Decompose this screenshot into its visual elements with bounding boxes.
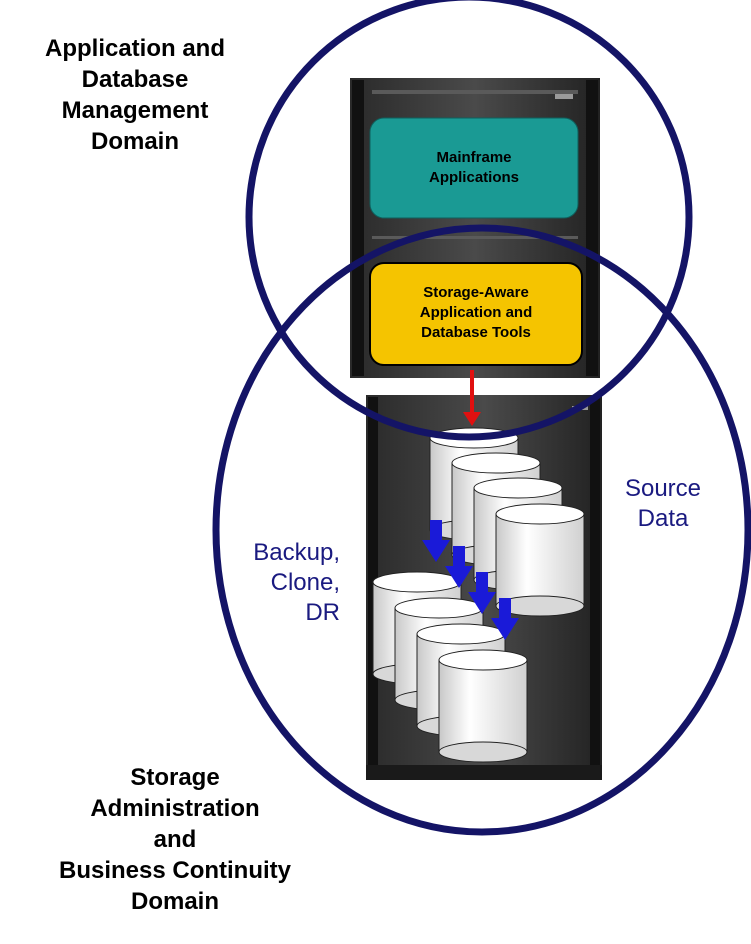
title-line: Domain (130, 888, 219, 915)
storage-aware-tools-label: Storage-Aware Application and Database T… (370, 283, 582, 343)
backup-cylinder (438, 649, 528, 763)
box-label-line: Database Tools (421, 324, 531, 341)
title-line: Database (81, 66, 189, 93)
box-label-line: Mainframe (436, 149, 512, 166)
blue-down-arrow-icon (491, 598, 519, 640)
label-line: DR (305, 599, 340, 626)
box-label-line: Application and (419, 304, 533, 321)
application-domain-title: Application and Database Management Doma… (0, 33, 270, 157)
blue-down-arrow-icon (445, 546, 473, 588)
mainframe-applications-box (369, 117, 579, 219)
title-line: and (153, 826, 197, 853)
box-label-line: Applications (428, 169, 519, 186)
storage-aware-tools-box (369, 262, 583, 366)
blue-down-arrow-icon (422, 520, 450, 562)
blue-down-arrow-icon (468, 572, 496, 614)
red-down-arrow-icon (463, 370, 481, 426)
mainframe-applications-label: Mainframe Applications (370, 148, 578, 188)
label-line: Backup, (253, 539, 340, 566)
source-data-label: Source Data (608, 474, 718, 534)
title-line: Storage (130, 764, 220, 791)
backup-clone-dr-label: Backup, Clone, DR (220, 538, 340, 628)
title-line: Business Continuity (58, 857, 292, 884)
storage-domain-circle (212, 224, 751, 836)
title-line: Domain (90, 128, 179, 155)
title-line: Administration (90, 795, 260, 822)
backup-cylinders (372, 571, 528, 763)
title-line: Management (61, 97, 209, 124)
application-domain-circle (245, 0, 693, 441)
title-line: Application and (45, 35, 225, 62)
label-line: Data (637, 505, 689, 532)
label-line: Source (624, 475, 702, 502)
copy-arrows (422, 520, 519, 640)
source-cylinder (495, 503, 585, 617)
storage-domain-title: Storage Administration and Business Cont… (10, 762, 340, 917)
box-label-line: Storage-Aware (423, 284, 529, 301)
label-line: Clone, (270, 569, 340, 596)
